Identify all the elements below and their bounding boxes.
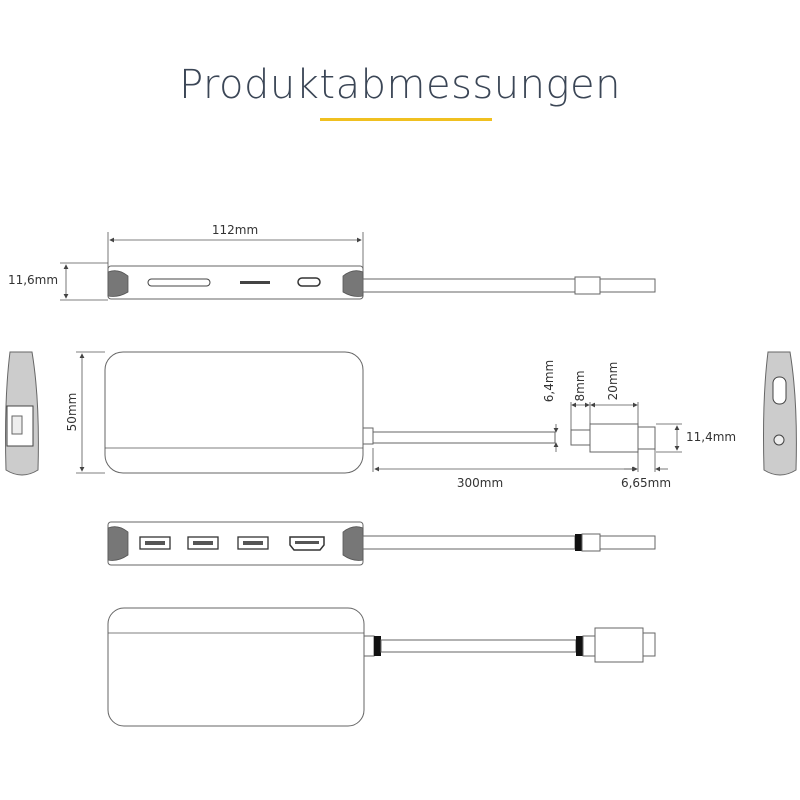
ethernet-port [6,405,34,447]
strain-relief-label: 8mm [573,370,587,401]
side-view-card-slots: 112mm 11,6mm [8,223,656,301]
length-label: 112mm [212,223,258,237]
usb-c-port [297,277,321,287]
width-label: 50mm [65,393,79,432]
plug-length-label: 6,65mm [621,476,671,490]
cable-length-label: 300mm [457,476,503,490]
left-end-view-ethernet [5,351,39,476]
bottom-view [107,607,656,727]
sd-card-slot [147,278,211,287]
connector-height-label: 11,4mm [686,430,736,444]
connector-length-label: 20mm [606,362,620,401]
front-view-ports [107,521,656,566]
top-view: 50mm 6,4mm 8mm 20mm 11,4mm 300mm 6,65mm [65,351,736,490]
microsd-slot [240,281,270,284]
title-underline [320,118,492,121]
cable-diameter-label: 6,4mm [542,360,556,402]
height-label: 11,6mm [8,273,58,287]
right-end-view [763,351,797,476]
page-title: Produktabmessungen [179,62,621,108]
